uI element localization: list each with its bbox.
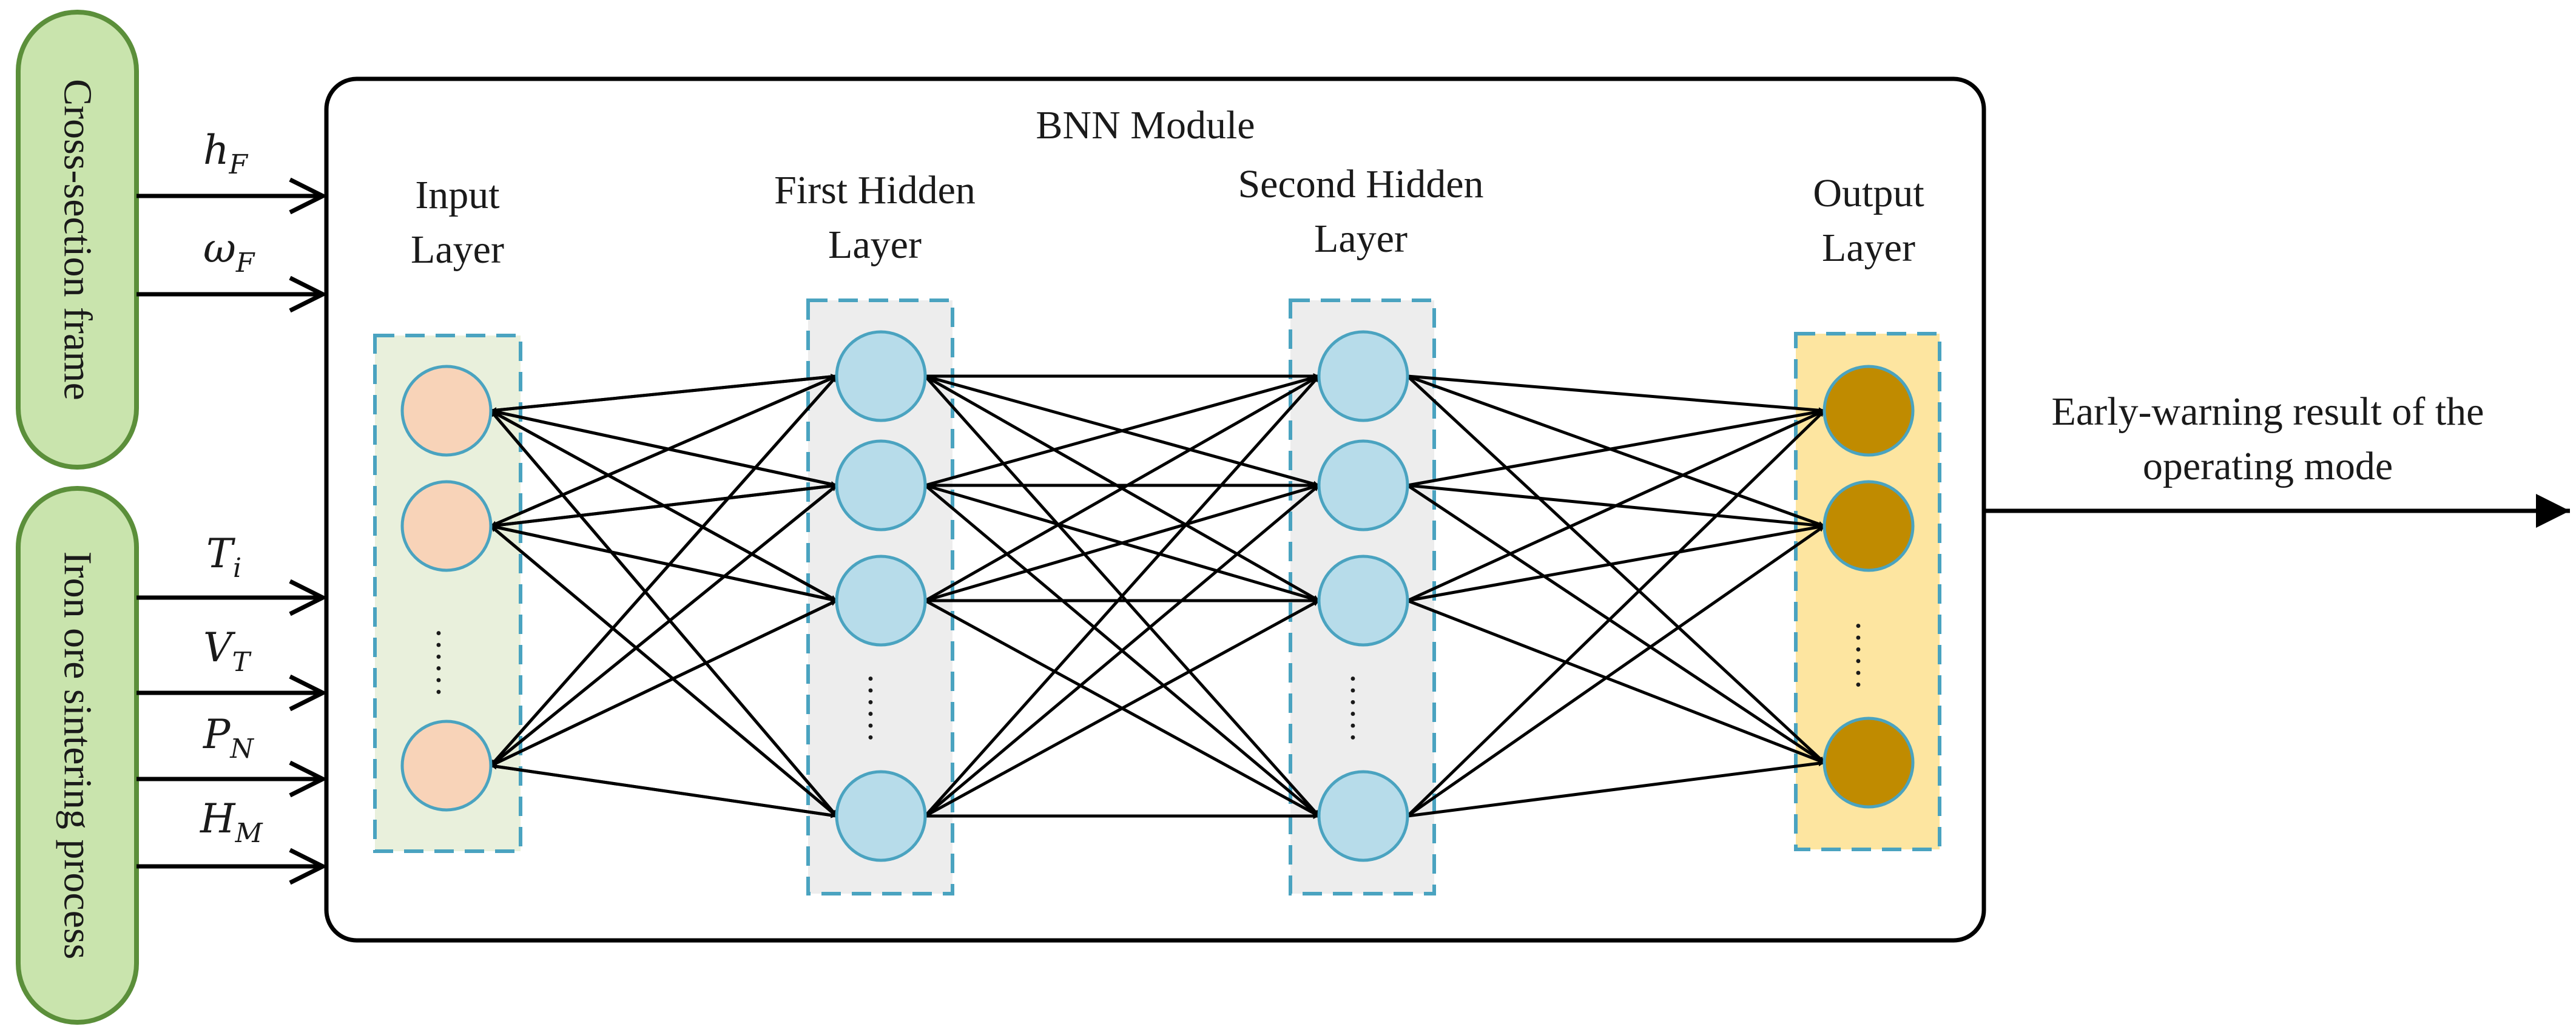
signal-label-omegaF: ωF <box>203 225 255 278</box>
connection-edge <box>1407 374 1825 528</box>
module-title: BNN Module <box>1036 103 1255 147</box>
input-signals: hF ωF Ti VT PN HM <box>137 127 323 866</box>
side-input-box <box>16 486 139 1025</box>
signal-label-VT: VT <box>203 624 252 678</box>
connection-edge <box>1407 524 1825 602</box>
connection-edge <box>1406 410 1826 817</box>
connection-edge <box>924 374 1320 602</box>
layer-title-hidden2: Layer <box>1314 217 1408 261</box>
connection-edge <box>490 764 837 818</box>
connection-edge <box>490 525 838 817</box>
layer-title-hidden2: Second Hidden <box>1238 162 1483 206</box>
gap-dots-hidden2: …… <box>1344 673 1383 743</box>
connection-edge <box>490 373 837 413</box>
connection-edge <box>1406 524 1826 818</box>
connection-edge <box>925 374 1320 487</box>
neuron-hidden2-2 <box>1317 439 1409 531</box>
output-text-line1: Early-warning result of the <box>2052 390 2484 434</box>
neuron-hidden1-4 <box>835 770 927 862</box>
connection-edge <box>490 410 838 817</box>
side-input-label: Cross-section frame <box>56 79 100 400</box>
neuron-hidden2-3 <box>1317 555 1409 647</box>
connection-edge <box>1407 760 1825 818</box>
neuron-output-1 <box>1822 365 1915 457</box>
layer-title-output: Output <box>1813 171 1924 215</box>
connection-edge <box>490 524 837 602</box>
neuron-input-3 <box>400 720 493 812</box>
neuron-hidden2-4 <box>1317 770 1409 862</box>
layer-gap-markers: …… …… …… …… <box>430 620 1889 743</box>
nodes <box>400 330 1915 862</box>
layer-title-hidden1: First Hidden <box>774 168 976 212</box>
side-input-cross-section: Cross-section frame <box>16 10 139 470</box>
neuron-hidden2-1 <box>1317 330 1409 422</box>
gap-dots-input: …… <box>430 627 469 698</box>
connection-edge <box>1407 599 1825 764</box>
signal-label-PN: PN <box>203 711 254 764</box>
layer-titles: Input Layer First Hidden Layer Second Hi… <box>411 162 1924 272</box>
neuron-input-1 <box>400 365 493 457</box>
connection-edge <box>490 409 837 487</box>
connection-edge <box>1406 375 1826 764</box>
connection-edge <box>1407 374 1825 414</box>
signal-label-Ti: Ti <box>206 530 241 584</box>
output-text-line2: operating mode <box>2143 444 2393 488</box>
side-input-sintering: Iron ore sintering process <box>16 486 139 1025</box>
neuron-output-3 <box>1822 717 1915 809</box>
layer-title-hidden1: Layer <box>828 223 922 267</box>
gap-dots-output: …… <box>1849 620 1889 690</box>
connection-edge <box>924 484 1320 817</box>
connection-edge <box>490 375 838 767</box>
layer-title-input: Input <box>415 173 499 217</box>
side-input-label: Iron ore sintering process <box>56 551 100 960</box>
connection-edge <box>925 484 1320 602</box>
gap-dots-hidden1: …… <box>861 673 901 743</box>
signal-label-hF: hF <box>203 127 249 180</box>
connection-edge <box>490 484 838 767</box>
connection-edge <box>490 599 838 767</box>
layer-title-input: Layer <box>411 228 504 272</box>
connection-edge <box>924 375 1320 817</box>
connection-edge <box>490 483 837 528</box>
connection-edge <box>490 374 837 528</box>
layer-title-output: Layer <box>1822 226 1915 270</box>
connection-edge <box>924 599 1320 818</box>
neuron-hidden1-2 <box>835 439 927 531</box>
signal-label-HM: HM <box>200 795 263 849</box>
neuron-input-2 <box>400 480 493 572</box>
neuron-output-2 <box>1822 480 1915 572</box>
output-section: Early-warning result of the operating mo… <box>1984 390 2570 528</box>
neuron-hidden1-1 <box>835 330 927 422</box>
neuron-hidden1-3 <box>835 555 927 647</box>
side-input-box <box>16 10 139 470</box>
connection-edge <box>1407 408 1825 487</box>
connection-edge <box>1406 484 1826 764</box>
connection-edge <box>1406 409 1826 602</box>
connections <box>490 373 1826 819</box>
